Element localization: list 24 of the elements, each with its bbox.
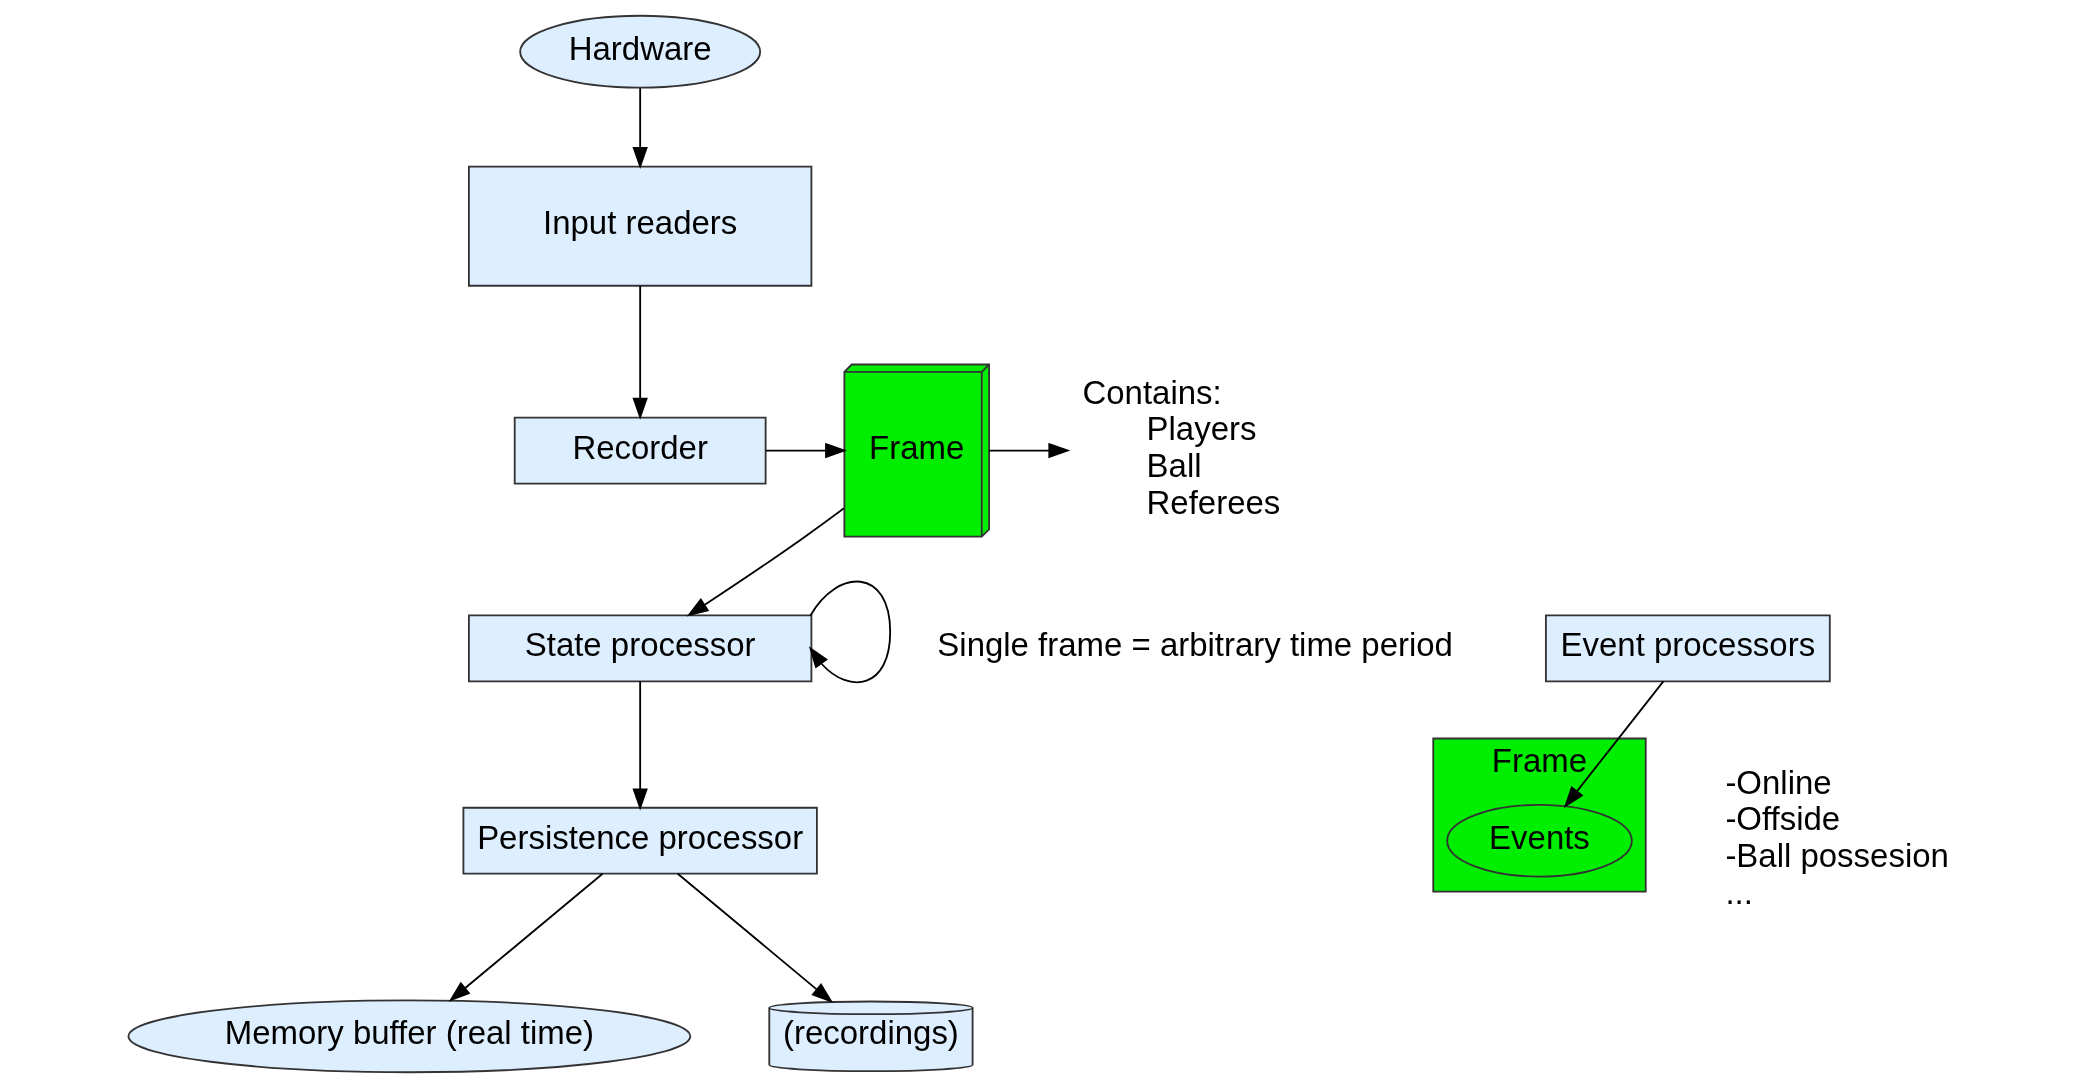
node-box: Event processors xyxy=(1544,614,1831,683)
arrow xyxy=(448,872,604,1002)
arrow xyxy=(808,580,892,684)
arrow xyxy=(632,680,648,811)
node-box: State processor xyxy=(468,614,813,683)
node-ellipse: Events xyxy=(1446,803,1633,878)
arrow xyxy=(676,872,834,1004)
arrow xyxy=(632,87,648,170)
arrow xyxy=(686,507,845,617)
arrow xyxy=(765,442,848,459)
node-text: Contains: Players Ball Referees xyxy=(1082,373,1281,521)
node-ellipse: Memory buffer (real time) xyxy=(127,999,692,1074)
label: ... xyxy=(1725,873,1753,911)
label: -Offside xyxy=(1725,800,1841,838)
label: -Online xyxy=(1725,763,1832,801)
label: -Ball possesion xyxy=(1725,837,1949,875)
node-box: Persistence processor xyxy=(462,806,818,875)
node-box: Input readers xyxy=(468,165,813,287)
arrow xyxy=(632,285,648,420)
node-ellipse: Hardware xyxy=(519,14,762,89)
label: Single frame = arbitrary time period xyxy=(937,626,1453,664)
arrow xyxy=(988,442,1071,459)
arrow xyxy=(1563,680,1665,808)
node-box: Recorder xyxy=(513,416,767,485)
